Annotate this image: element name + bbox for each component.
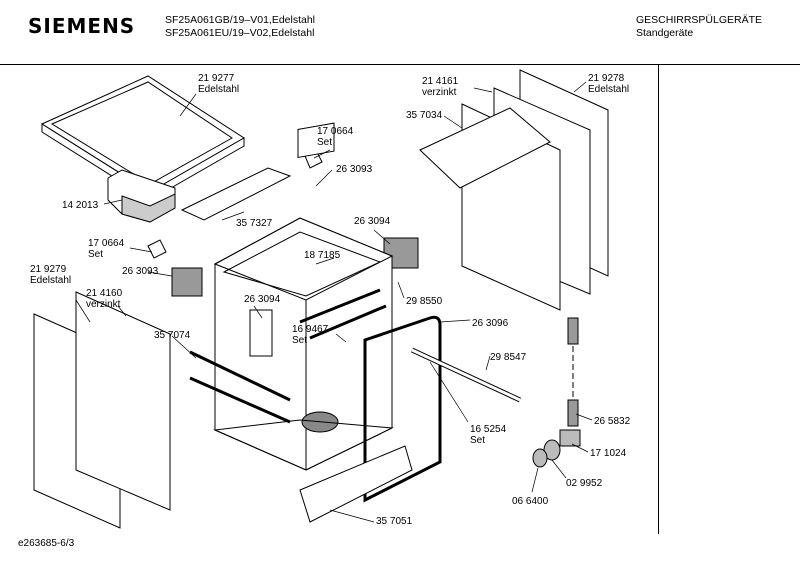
part-label: 17 1024 bbox=[590, 448, 627, 459]
brand-logo: SIEMENS bbox=[28, 14, 136, 38]
left-side-panels bbox=[33, 291, 171, 529]
part-label: 29 8547 bbox=[490, 352, 527, 363]
door-seal-part bbox=[363, 315, 442, 503]
base-plinth-part bbox=[299, 445, 413, 523]
drawing-code: e263685-6/3 bbox=[18, 538, 75, 549]
inlet-hose-part bbox=[532, 317, 581, 468]
part-label: 26 3093 bbox=[336, 164, 373, 175]
part-label: 35 7051 bbox=[376, 516, 413, 527]
part-label: 14 2013 bbox=[62, 200, 99, 211]
part-label: 26 3094 bbox=[354, 216, 391, 227]
side-rail-parts bbox=[189, 288, 387, 424]
part-label: 29 8550 bbox=[406, 296, 443, 307]
model-line-2: SF25A061EU/19–V02,Edelstahl bbox=[165, 27, 315, 39]
part-label: 35 7074 bbox=[154, 330, 191, 341]
part-label: 18 7185 bbox=[304, 250, 341, 261]
category-line-1: GESCHIRRSPÜLGERÄTE bbox=[636, 14, 763, 26]
right-side-panels bbox=[419, 69, 609, 311]
part-label: 35 7327 bbox=[236, 218, 273, 229]
part-label: 02 9952 bbox=[566, 478, 603, 489]
model-line-1: SF25A061GB/19–V01,Edelstahl bbox=[165, 14, 316, 26]
header-divider bbox=[0, 64, 800, 65]
part-label: 06 6400 bbox=[512, 496, 549, 507]
foil-strip-part bbox=[180, 167, 292, 221]
part-label: 26 3094 bbox=[244, 294, 281, 305]
leader-lines bbox=[75, 81, 593, 523]
part-label: 26 3093 bbox=[122, 266, 159, 277]
part-label: 26 5832 bbox=[594, 416, 631, 427]
sidebar-divider bbox=[658, 64, 659, 534]
mounting-bracket-part bbox=[107, 169, 176, 223]
part-label: 26 3096 bbox=[472, 318, 509, 329]
category-line-2: Standgeräte bbox=[636, 27, 694, 39]
hinge-clip-parts bbox=[147, 122, 419, 297]
spray-arm-part bbox=[410, 347, 522, 403]
part-label: 35 7034 bbox=[406, 110, 443, 121]
